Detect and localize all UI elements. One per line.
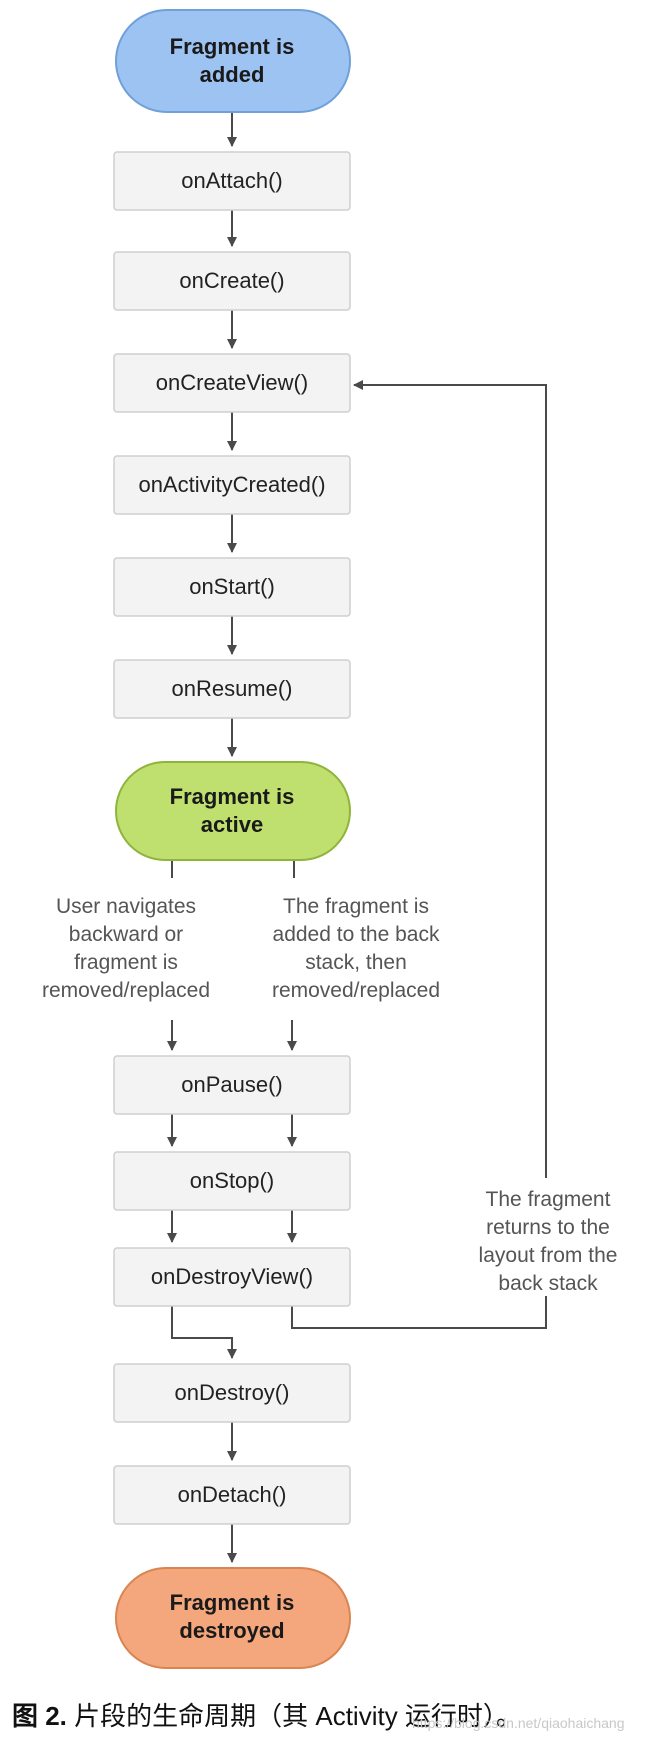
- node-on-create: onCreate(): [113, 251, 351, 311]
- edge-destroyview-destroy: [171, 1306, 237, 1359]
- edge-backstack-loop: [291, 380, 547, 1329]
- node-on-destroy-view: onDestroyView(): [113, 1247, 351, 1307]
- node-fragment-destroyed-line1: Fragment is: [170, 1590, 295, 1615]
- node-on-create-label: onCreate(): [179, 268, 284, 293]
- node-on-destroy: onDestroy(): [113, 1363, 351, 1423]
- node-fragment-added-line2: added: [200, 62, 265, 87]
- node-fragment-destroyed-line2: destroyed: [179, 1618, 284, 1643]
- note-right-line1: The fragment is: [283, 895, 429, 918]
- node-fragment-added: Fragment is added: [115, 9, 351, 113]
- note-right-line2: added to the back: [273, 923, 440, 946]
- note-right-line3: stack, then: [305, 951, 407, 974]
- note-left-line2: backward or: [69, 923, 183, 946]
- note-user-navigates: User navigates backward or fragment is r…: [42, 895, 210, 1002]
- node-on-detach-label: onDetach(): [178, 1482, 287, 1507]
- node-fragment-active-line1: Fragment is: [170, 784, 295, 809]
- node-on-activity-created: onActivityCreated(): [113, 455, 351, 515]
- edges: [167, 112, 547, 1563]
- node-fragment-active-line2: active: [201, 812, 263, 837]
- watermark: https://blog.csdn.net/qiaohaichang: [412, 1715, 625, 1731]
- node-fragment-added-line1: Fragment is: [170, 34, 295, 59]
- node-on-activity-created-label: onActivityCreated(): [138, 472, 325, 497]
- node-on-attach-label: onAttach(): [181, 168, 283, 193]
- note-added-to-back-stack: The fragment is added to the back stack,…: [272, 895, 440, 1002]
- node-on-create-view: onCreateView(): [113, 353, 351, 413]
- figure-number: 图 2.: [12, 1701, 67, 1731]
- note-loop-line2: returns to the: [486, 1216, 610, 1239]
- node-fragment-active: Fragment is active: [115, 761, 351, 861]
- fragment-lifecycle-diagram: Fragment is added onAttach() onCreate() …: [41, 9, 630, 1669]
- node-on-start: onStart(): [113, 557, 351, 617]
- node-on-detach: onDetach(): [113, 1465, 351, 1525]
- figure-caption: 图 2. 片段的生命周期（其 Activity 运行时）。: [12, 1698, 522, 1734]
- figure-caption-text: 片段的生命周期（其 Activity 运行时）。: [66, 1701, 522, 1731]
- node-on-attach: onAttach(): [113, 151, 351, 211]
- note-left-line4: removed/replaced: [42, 979, 210, 1002]
- note-left-line3: fragment is: [74, 951, 178, 974]
- note-loop-line1: The fragment: [486, 1188, 611, 1211]
- node-on-pause: onPause(): [113, 1055, 351, 1115]
- node-on-pause-label: onPause(): [181, 1072, 283, 1097]
- node-on-resume: onResume(): [113, 659, 351, 719]
- node-on-stop-label: onStop(): [190, 1168, 274, 1193]
- note-right-line4: removed/replaced: [272, 979, 440, 1002]
- node-on-resume-label: onResume(): [171, 676, 292, 701]
- note-left-line1: User navigates: [56, 895, 196, 918]
- note-loop-line4: back stack: [498, 1272, 598, 1295]
- node-on-stop: onStop(): [113, 1151, 351, 1211]
- node-on-destroy-view-label: onDestroyView(): [151, 1264, 313, 1289]
- node-on-destroy-label: onDestroy(): [175, 1380, 290, 1405]
- node-fragment-destroyed: Fragment is destroyed: [115, 1567, 351, 1669]
- note-loop-line3: layout from the: [479, 1244, 618, 1267]
- note-returns-to-layout: The fragment returns to the layout from …: [462, 1178, 630, 1296]
- node-on-start-label: onStart(): [189, 574, 275, 599]
- node-on-create-view-label: onCreateView(): [156, 370, 308, 395]
